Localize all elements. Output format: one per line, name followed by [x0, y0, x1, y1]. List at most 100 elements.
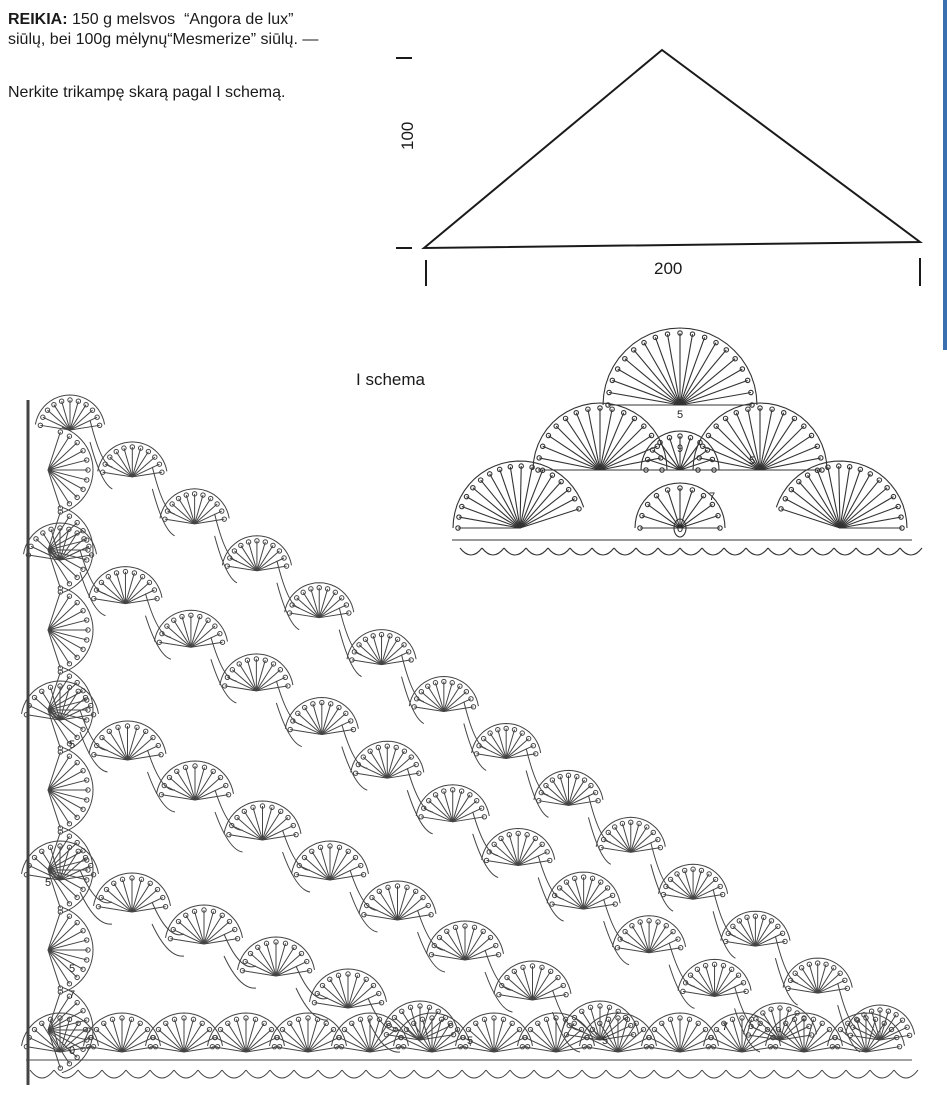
chain-arc	[463, 701, 487, 749]
chain-arc	[223, 955, 257, 989]
chain-arc	[149, 1069, 175, 1079]
chain-arc	[603, 920, 630, 966]
chain-arc	[657, 547, 681, 556]
chain-arc	[533, 1069, 559, 1079]
chain-arc	[749, 1069, 775, 1079]
stitch-fan	[88, 720, 167, 761]
stitch-fan	[88, 566, 163, 605]
schema-title: I schema	[356, 370, 425, 389]
chain-arc	[276, 560, 300, 609]
round-number: 5	[45, 877, 51, 889]
page-edge-strip	[943, 0, 947, 350]
chain-arc	[712, 889, 736, 937]
chain-arc	[89, 419, 113, 468]
chain-arc	[349, 891, 378, 933]
chain-arc	[767, 547, 791, 556]
chain-arc	[797, 1069, 823, 1079]
chain-arc	[537, 877, 564, 922]
chain-arc	[295, 965, 329, 1000]
shawl-outline-diagram	[396, 48, 923, 286]
chain-arc	[701, 1069, 727, 1079]
round-number: 5	[602, 1035, 608, 1047]
stitch-fan	[471, 722, 542, 759]
bottom-fan	[517, 1012, 595, 1053]
stitch-fan	[153, 609, 228, 648]
chain-arc	[893, 1069, 919, 1079]
chain-arc	[723, 547, 747, 556]
stitch-fan	[165, 904, 243, 945]
stitch-fan	[612, 915, 687, 954]
chain-arc	[552, 1011, 581, 1053]
inner-fan	[640, 430, 720, 473]
stitch-fan	[415, 784, 490, 823]
chain-arc	[151, 466, 175, 515]
right-low-fan	[775, 460, 908, 531]
chain-arc	[293, 1069, 319, 1079]
stitch-fan	[358, 880, 437, 921]
chain-arc	[53, 1069, 79, 1079]
ring-start	[673, 518, 687, 538]
stitch-fan	[350, 740, 425, 779]
left-column-fan	[47, 906, 94, 994]
chain-arc	[547, 547, 571, 556]
chain-arc	[855, 547, 879, 556]
chain-arc	[821, 1069, 847, 1079]
chain-arc	[525, 770, 549, 818]
chain-arc	[774, 936, 798, 984]
chain-arc	[349, 869, 378, 911]
bottom-fan	[765, 1012, 843, 1053]
chain-arc	[417, 931, 446, 973]
chain-arc	[147, 749, 176, 791]
stitch-fan	[237, 936, 315, 977]
chain-arc	[587, 795, 611, 843]
bottom-fan	[331, 1012, 409, 1053]
chain-arc	[365, 1069, 391, 1079]
stitch-fan	[34, 394, 106, 431]
chain-arc	[79, 709, 108, 751]
chain-arc	[525, 748, 549, 796]
materials-line-2-text: siūlų, bei 100g mėlynų“Mesmerize” siūlų.	[8, 31, 298, 48]
chain-arc	[650, 842, 674, 890]
chain-arc	[214, 811, 243, 853]
left-column-fan	[47, 506, 94, 594]
chain-arc	[677, 1069, 703, 1079]
chain-arc	[282, 829, 311, 871]
chain-arc	[101, 1069, 127, 1079]
left-column-fan	[47, 826, 94, 914]
bottom-fan	[83, 1012, 161, 1053]
stitch-fan	[156, 760, 234, 801]
chain-arc	[845, 1069, 871, 1079]
chain-arc	[463, 723, 487, 771]
chain-arc	[629, 1069, 655, 1079]
round-number: 0	[69, 1045, 75, 1057]
chain-arc	[401, 676, 425, 724]
chain-arc	[221, 1069, 247, 1079]
round-number: 7	[722, 1021, 728, 1033]
round-number: 5	[69, 963, 75, 975]
chain-arc	[484, 971, 513, 1013]
stitch-fan	[284, 582, 355, 619]
bottom-fan	[641, 1012, 719, 1053]
chain-arc	[275, 680, 302, 726]
left-low-fan	[452, 460, 585, 531]
dash-mark: —	[302, 31, 319, 48]
chain-arc	[151, 923, 185, 957]
chain-arc	[79, 549, 106, 595]
chain-arc	[869, 1069, 895, 1079]
chain-arc	[525, 547, 549, 556]
chain-arc	[214, 789, 243, 831]
chain-arc	[144, 593, 171, 638]
stitch-fan	[595, 816, 666, 853]
chain-arc	[635, 547, 659, 556]
left-column-fan	[47, 426, 94, 514]
chain-arc	[282, 851, 311, 893]
bottom-fan	[145, 1012, 223, 1053]
left-column-fan	[47, 666, 94, 754]
chain-arc	[789, 547, 813, 556]
requires-label: REIKIA:	[8, 11, 68, 28]
chain-arc	[701, 547, 725, 556]
chain-arc	[77, 1069, 103, 1079]
stitch-fan	[223, 800, 302, 841]
chain-arc	[173, 1069, 199, 1079]
